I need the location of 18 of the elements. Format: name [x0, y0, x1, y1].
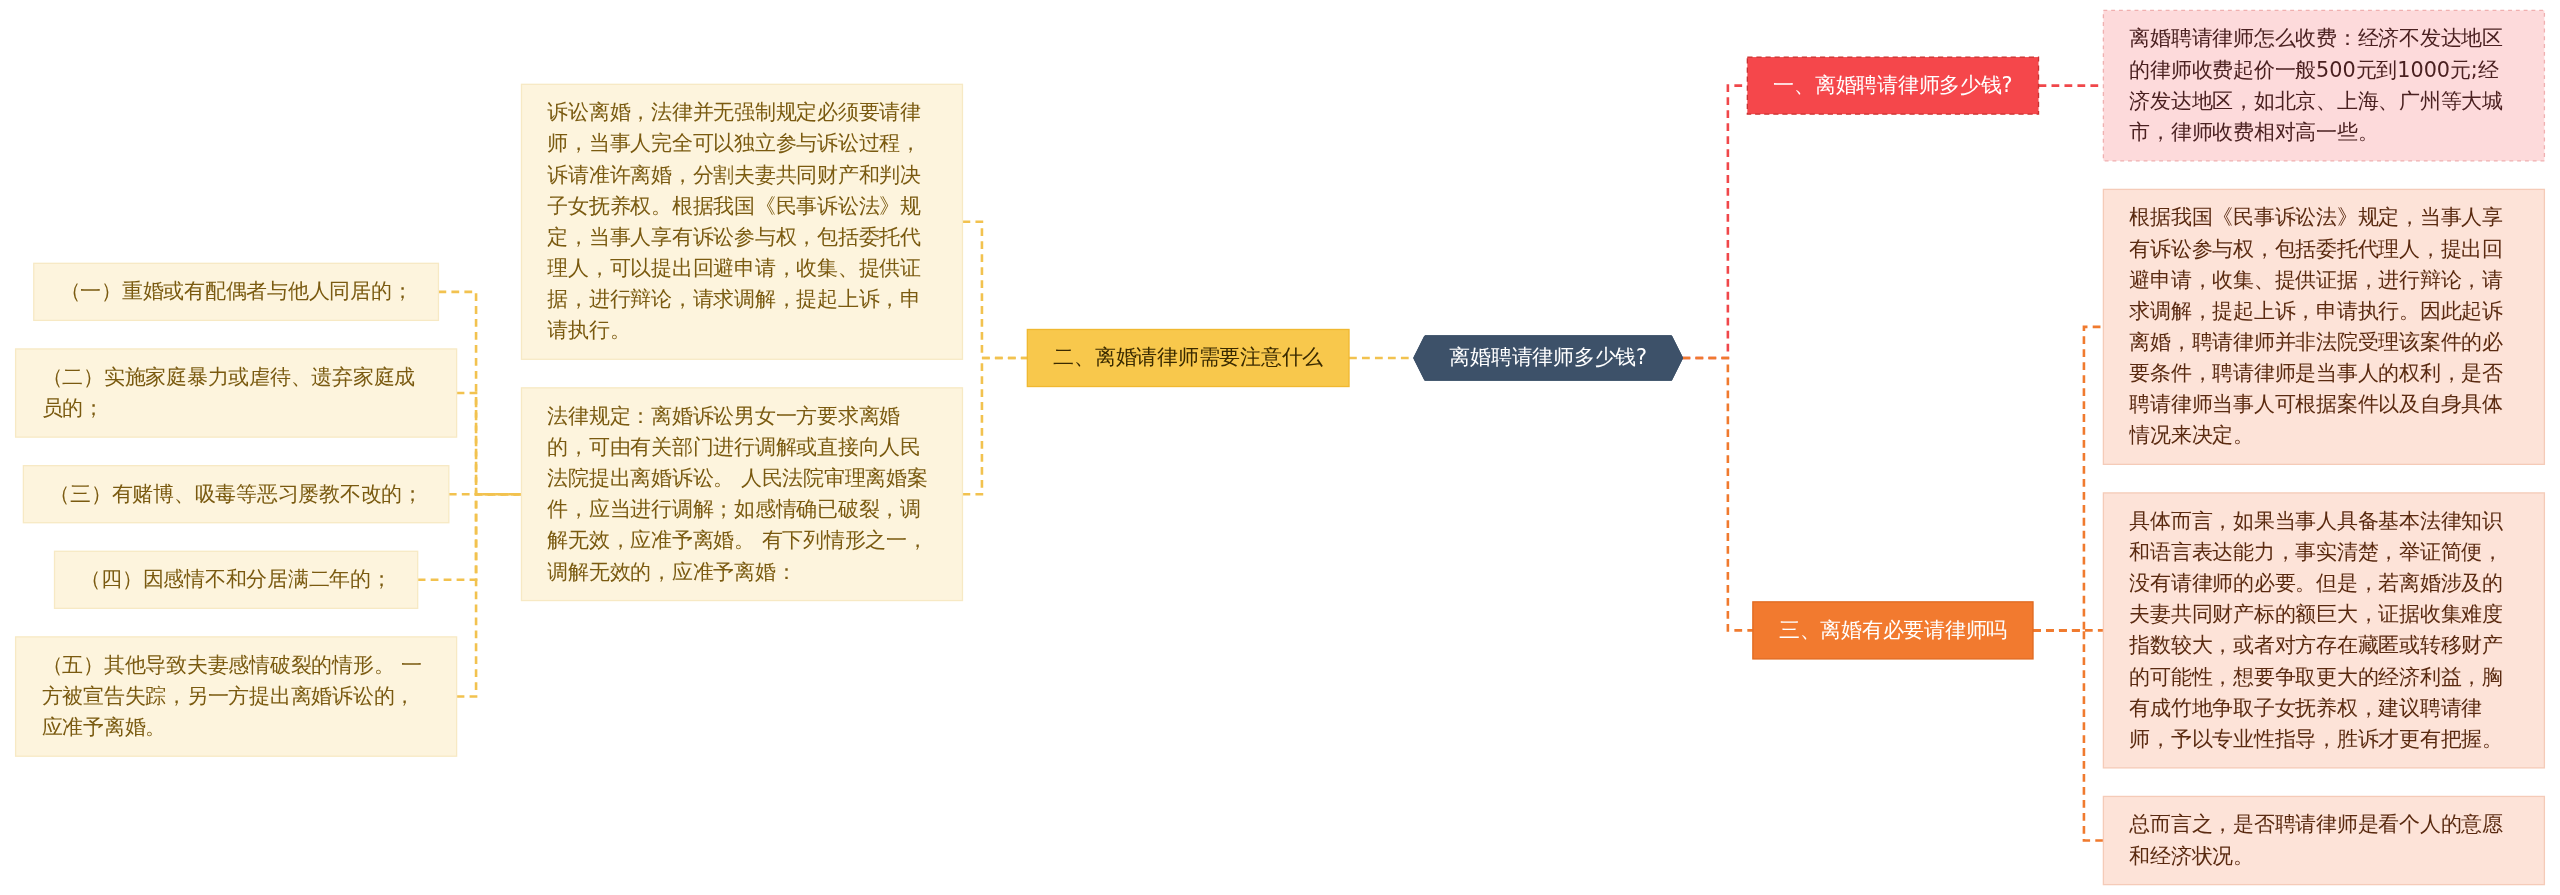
- node-box: 离婚聘请律师怎么收费：经济不发达地区的律师收费起价一般500元到1000元;经济发达地区，如北京、上海、广州等大城市，律师收费相对高一些。: [2102, 9, 2546, 162]
- node-box: 二、离婚请律师需要注意什么: [1026, 328, 1350, 388]
- node-box: 具体而言，如果当事人具备基本法律知识和语言表达能力，事实清楚，举证简便，没有请律师的必要。但是，若离婚涉及的夫妻共同财产标的额巨大，证据收集难度指数较大，或者对方存在藏匿或转移财产的可能性，想要争取更大的经济利益，胸有成竹地争取子女抚养权，建议聘请律师，予以专业性指导，胜诉才更有把握。: [2102, 492, 2546, 769]
- node-box: （五）其他导致夫妻感情破裂的情形。 一方被宣告失踪，另一方提出离婚诉讼的，应准予离婚。: [14, 636, 458, 757]
- node-box: 三、离婚有必要请律师吗: [1752, 601, 2034, 660]
- connector: [1682, 356, 1753, 632]
- node-box: （三）有赌博、吸毒等恶习屡教不改的；: [22, 465, 450, 524]
- node-box: 法律规定：离婚诉讼男女一方要求离婚的，可由有关部门进行调解或直接向人民法院提出离婚诉讼。 人民法院审理离婚案件，应当进行调解；如感情确已破裂，调解无效，应准予离婚。 有下列情形之一，调解无效的，应准予离婚：: [520, 387, 964, 602]
- node-box: 总而言之，是否聘请律师是看个人的意愿和经济状况。: [2102, 795, 2546, 886]
- node-box: （二）实施家庭暴力或虐待、遗弃家庭成员的；: [14, 348, 458, 438]
- node-box: 诉讼离婚，法律并无强制规定必须要请律师，当事人完全可以独立参与诉讼过程，诉请准许离婚，分割夫妻共同财产和判决子女抚养权。根据我国《民事诉讼法》规定，当事人享有诉讼参与权，包括委托代理人，可以提出回避申请，收集、提供证据，进行辩论，请求调解，提起上诉，申请执行。: [520, 83, 964, 360]
- node-box: 根据我国《民事诉讼法》规定，当事人享有诉讼参与权，包括委托代理人，提出回避申请，收集、提供证据，进行辩论，请求调解，提起上诉，申请执行。因此起诉离婚，聘请律师并非法院受理该案件的必要条件，聘请律师是当事人的权利，是否聘请律师当事人可根据案件以及自身具体情况来决定。: [2102, 188, 2546, 465]
- connector: [456, 492, 522, 698]
- node-box: （一）重婚或有配偶者与他人同居的；: [33, 262, 440, 322]
- connector: [962, 356, 1028, 496]
- node-box: （四）因感情不和分居满二年的；: [53, 550, 419, 609]
- node-box: 一、离婚聘请律师多少钱?: [1746, 56, 2040, 115]
- connector: [2033, 629, 2104, 842]
